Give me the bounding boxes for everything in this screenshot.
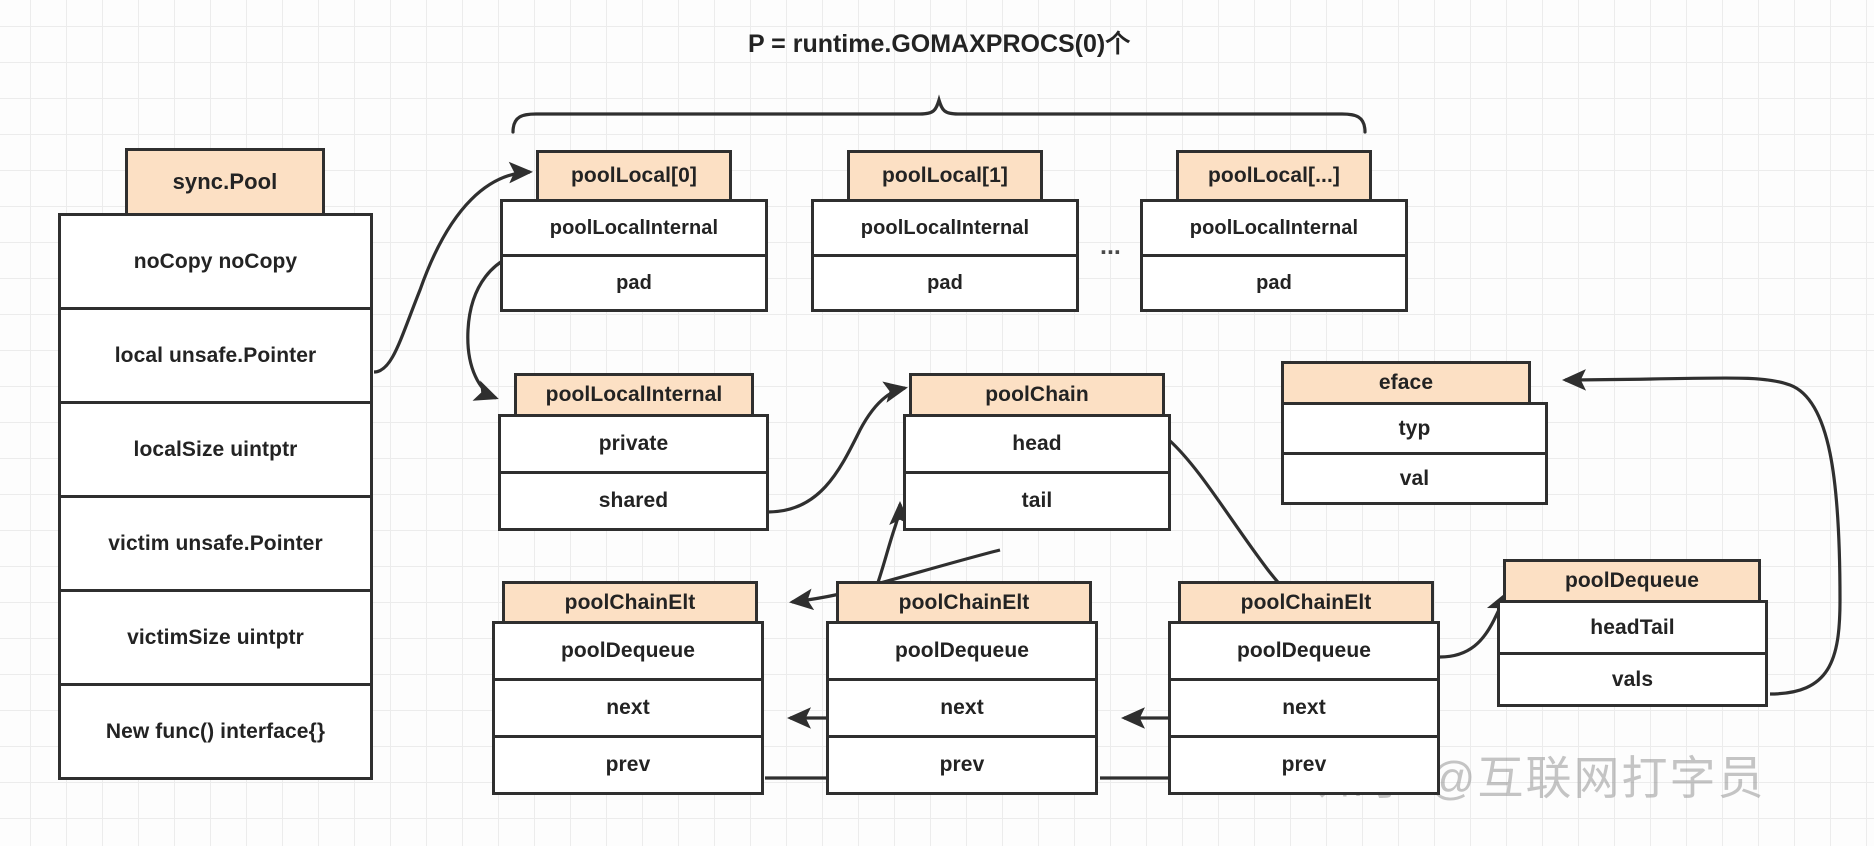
field-prev-1: prev	[492, 735, 764, 795]
field-new: New func() interface{}	[58, 683, 373, 780]
struct-header-pool-chain-elt-3: poolChainElt	[1178, 581, 1434, 624]
struct-pool-local-internal: poolLocalInternal private shared	[498, 373, 769, 531]
struct-header-pool-chain-elt-2: poolChainElt	[836, 581, 1092, 624]
field-val: val	[1281, 452, 1548, 505]
struct-header-pool-dequeue: poolDequeue	[1503, 559, 1761, 603]
struct-pool-local-n: poolLocal[...] poolLocalInternal pad	[1140, 150, 1408, 312]
field-nocopy: noCopy noCopy	[58, 213, 373, 310]
field-private: private	[498, 414, 769, 474]
gomaxprocs-brace	[511, 94, 1367, 134]
field-pooldequeue-1: poolDequeue	[492, 621, 764, 681]
edge-shared-to-poolchain	[767, 381, 908, 514]
field-victimsize: victimSize uintptr	[58, 589, 373, 686]
struct-pool-chain: poolChain head tail	[903, 373, 1171, 531]
field-localsize: localSize uintptr	[58, 401, 373, 498]
struct-header-pool-local-0: poolLocal[0]	[536, 150, 732, 202]
field-poollocalinternal-1: poolLocalInternal	[811, 199, 1079, 257]
field-next-3: next	[1168, 678, 1440, 738]
field-tail: tail	[903, 471, 1171, 531]
field-vals: vals	[1497, 652, 1768, 707]
field-pad-1: pad	[811, 254, 1079, 312]
field-headtail: headTail	[1497, 600, 1768, 655]
field-pooldequeue-3: poolDequeue	[1168, 621, 1440, 681]
struct-pool-chain-elt-3: poolChainElt poolDequeue next prev	[1168, 581, 1440, 795]
field-next-2: next	[826, 678, 1098, 738]
field-prev-3: prev	[1168, 735, 1440, 795]
ellipsis-label: ...	[1100, 232, 1121, 260]
field-prev-2: prev	[826, 735, 1098, 795]
struct-pool-dequeue: poolDequeue headTail vals	[1497, 559, 1768, 707]
struct-pool-chain-elt-1: poolChainElt poolDequeue next prev	[492, 581, 764, 795]
field-poollocalinternal-n: poolLocalInternal	[1140, 199, 1408, 257]
struct-header-sync-pool: sync.Pool	[125, 148, 325, 216]
field-shared: shared	[498, 471, 769, 531]
struct-header-pool-chain-elt-1: poolChainElt	[502, 581, 758, 624]
page-title: P = runtime.GOMAXPROCS(0)个	[748, 30, 1131, 58]
struct-header-pool-local-internal: poolLocalInternal	[514, 373, 754, 417]
field-pooldequeue-2: poolDequeue	[826, 621, 1098, 681]
struct-pool-local-1: poolLocal[1] poolLocalInternal pad	[811, 150, 1079, 312]
struct-pool-local-0: poolLocal[0] poolLocalInternal pad	[500, 150, 768, 312]
struct-pool-chain-elt-2: poolChainElt poolDequeue next prev	[826, 581, 1098, 795]
field-head: head	[903, 414, 1171, 474]
field-poollocalinternal-0: poolLocalInternal	[500, 199, 768, 257]
struct-header-pool-local-1: poolLocal[1]	[847, 150, 1043, 202]
field-pad-0: pad	[500, 254, 768, 312]
field-typ: typ	[1281, 402, 1548, 455]
field-local: local unsafe.Pointer	[58, 307, 373, 404]
field-next-1: next	[492, 678, 764, 738]
struct-eface: eface typ val	[1281, 361, 1548, 505]
struct-header-eface: eface	[1281, 361, 1531, 405]
field-victim: victim unsafe.Pointer	[58, 495, 373, 592]
struct-sync-pool: sync.Pool noCopy noCopy local unsafe.Poi…	[58, 148, 373, 780]
struct-header-pool-chain: poolChain	[909, 373, 1165, 417]
field-pad-n: pad	[1140, 254, 1408, 312]
struct-header-pool-local-n: poolLocal[...]	[1176, 150, 1372, 202]
